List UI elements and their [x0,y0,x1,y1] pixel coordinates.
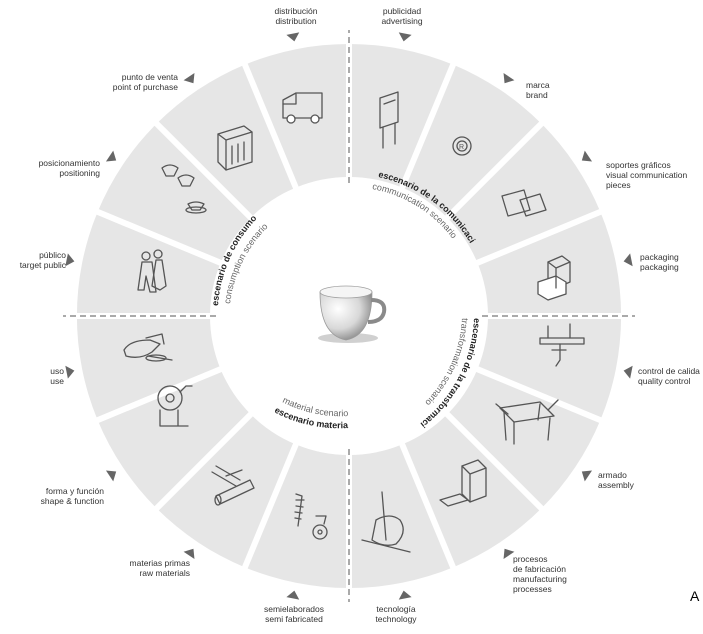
scenario-dividers [63,30,635,602]
segment-divider [95,208,223,266]
label-arrow [65,253,75,267]
cups-icon [161,164,207,214]
van-icon [282,92,323,124]
segment-divider [153,120,254,221]
registered-mark-icon: R [452,136,472,156]
segment-divider [444,120,545,221]
kiosk-icon [217,125,253,171]
segment-divider [241,62,299,190]
sewing-hand-icon [361,491,411,553]
label-arrow [183,72,195,84]
people-icon [137,249,167,293]
label-arrow [623,365,633,379]
caliper-icon [539,323,585,367]
corner-letter: A [690,588,700,604]
screw-caster-icon [294,493,328,540]
segment-divider [95,366,223,424]
technical-drawing-icon [157,385,193,427]
label-arrow [623,253,633,267]
label-arrow [286,590,300,600]
label-arrow [105,470,117,482]
machine-icon [439,459,487,507]
segment-divider [475,208,603,266]
label-arrow [286,32,300,42]
label-arrow [398,32,412,42]
label-arrow [65,365,75,379]
label-arrow [581,150,593,162]
segment-divider [241,442,299,570]
packaging-boxes-icon [537,255,571,301]
segment-divider [475,366,603,424]
label-arrow [105,150,117,162]
label-arrow [183,548,195,560]
segment-divider [399,442,457,570]
hand-cup-icon [123,333,173,362]
svg-text:R: R [459,144,464,151]
label-arrow [503,548,515,560]
assembly-jig-icon [495,399,559,445]
segment-divider [444,411,545,512]
label-arrow [398,590,412,600]
billboard-icon [379,91,399,149]
label-arrows [65,32,633,600]
segment-divider [153,411,254,512]
raw-material-icon [211,465,255,506]
segment-divider [399,62,457,190]
label-arrow [581,470,593,482]
cup-icon [318,285,387,343]
label-arrow [503,72,515,84]
printed-pieces-icon [501,189,547,217]
